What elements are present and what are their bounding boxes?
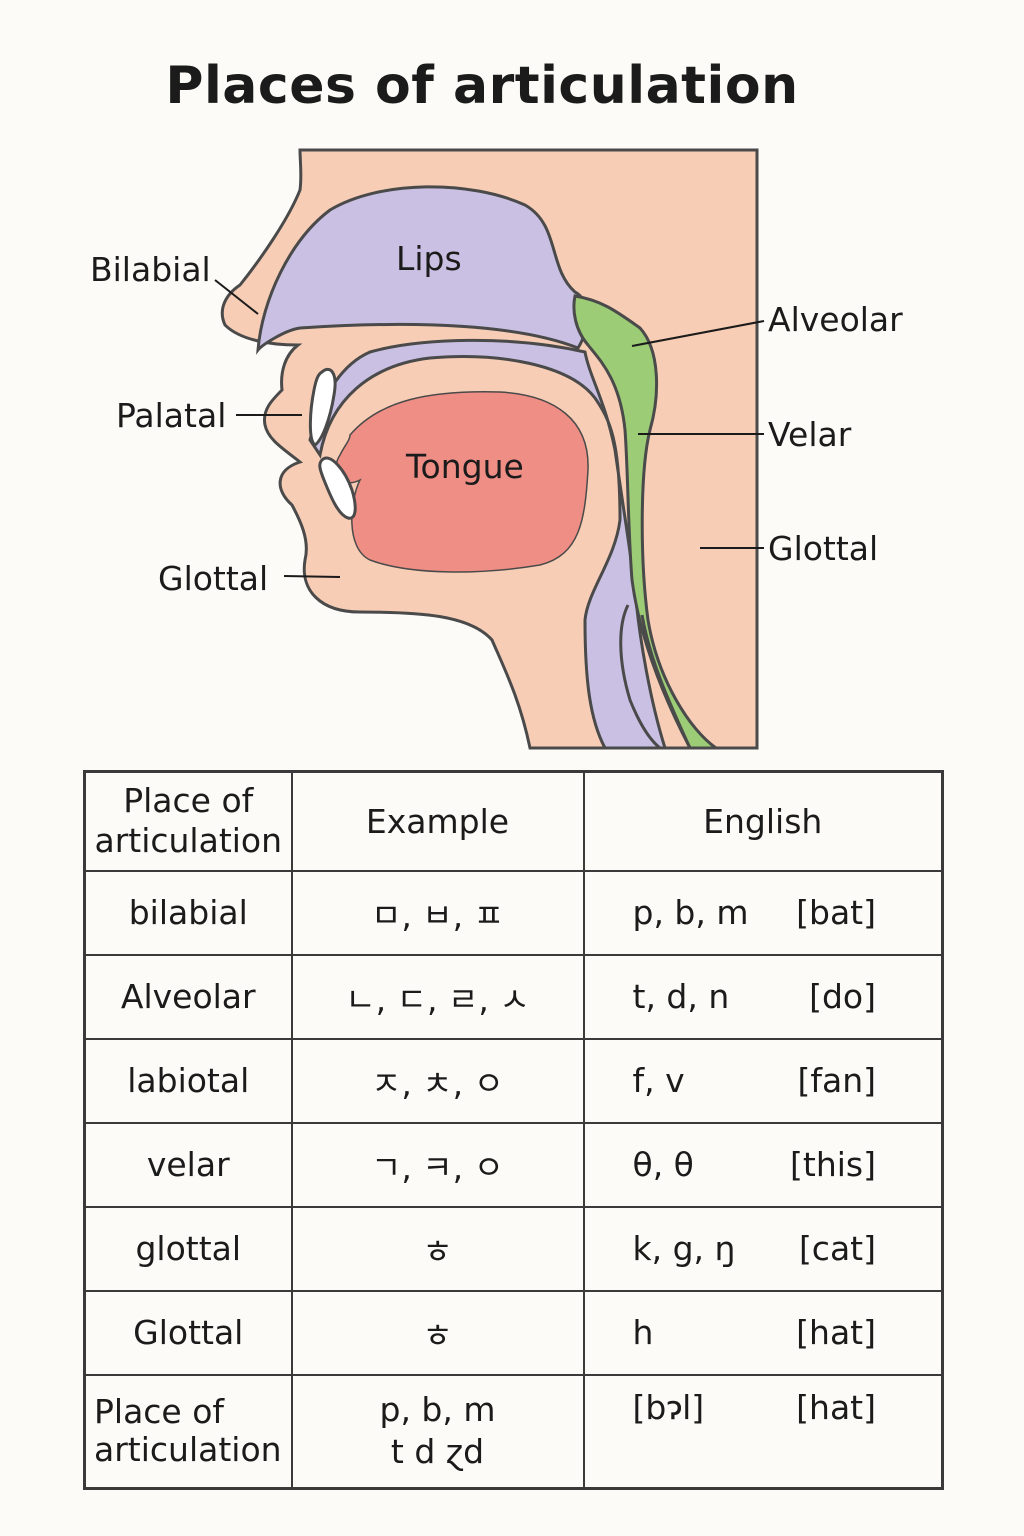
- english-word: [this]: [790, 1145, 876, 1184]
- last-row-example: p, b, m t d ɀd: [290, 1373, 585, 1490]
- example-cell: ㅁ, ㅂ, ㅍ: [290, 869, 585, 956]
- english-cell: θ, θ [this]: [582, 1121, 944, 1208]
- upper-tooth: [308, 367, 337, 447]
- english-cell: h [hat]: [582, 1289, 944, 1376]
- header-example: Example: [290, 770, 585, 872]
- english-cell: k, g, ŋ [cat]: [582, 1205, 944, 1292]
- english-word: [cat]: [798, 1229, 876, 1268]
- example-cell: ㅎ: [290, 1205, 585, 1292]
- palatal-callout: Palatal: [116, 396, 226, 435]
- airway: [572, 294, 721, 750]
- page-title: Places of articulation: [165, 56, 799, 116]
- example-cell: ㄴ, ㄷ, ㄹ, ㅅ: [290, 953, 585, 1040]
- example-cell: ㅎ: [290, 1289, 585, 1376]
- example-cell: ㅈ, ㅊ, ㅇ: [290, 1037, 585, 1124]
- glottal-left-callout: Glottal: [158, 559, 268, 598]
- english-sounds: k, g, ŋ: [632, 1229, 736, 1268]
- tongue-label: Tongue: [405, 447, 524, 486]
- glottal-right-callout: Glottal: [768, 529, 878, 568]
- english-word: [fan]: [797, 1061, 876, 1100]
- lips-label: Lips: [396, 239, 462, 278]
- place-cell: glottal: [83, 1205, 293, 1292]
- oral-cavity: [308, 338, 668, 750]
- example-cell: ㄱ, ㅋ, ㅇ: [290, 1121, 585, 1208]
- velar-callout: Velar: [768, 415, 852, 454]
- table-header-row: Place of articulation Example English: [83, 770, 944, 872]
- bilabial-callout: Bilabial: [90, 250, 211, 289]
- vocal-tract-diagram: Lips Tongue Bilabial Palatal Glottal Alv…: [90, 148, 903, 750]
- english-cell: f, v [fan]: [582, 1037, 944, 1124]
- lower-tooth: [318, 456, 357, 520]
- alveolar-callout: Alveolar: [768, 300, 903, 339]
- last-row-english: [bɂl][hat]: [582, 1373, 944, 1490]
- place-cell: Glottal: [83, 1289, 293, 1376]
- english-cell: p, b, m [bat]: [582, 869, 944, 956]
- english-cell: t, d, n [do]: [582, 953, 944, 1040]
- english-sounds: p, b, m: [632, 893, 749, 932]
- articulation-table: Place of articulation Example English bi…: [83, 770, 944, 1490]
- place-cell: velar: [83, 1121, 293, 1208]
- nasal-cavity: [256, 185, 589, 355]
- header-place: Place of articulation: [83, 770, 293, 872]
- last-row-place: Place of articulation: [83, 1373, 293, 1490]
- place-cell: Alveolar: [83, 953, 293, 1040]
- place-cell: labiotal: [83, 1037, 293, 1124]
- english-sounds: f, v: [632, 1061, 685, 1100]
- english-word: [bat]: [796, 893, 876, 932]
- english-sounds: θ, θ: [632, 1145, 694, 1184]
- english-word: [do]: [809, 977, 876, 1016]
- table-row-last: Place of articulation p, b, m t d ɀd [bɂ…: [83, 1373, 944, 1490]
- leader-lines: [214, 279, 765, 578]
- english-sounds: h: [632, 1313, 654, 1352]
- trachea: [619, 604, 692, 750]
- english-sounds: t, d, n: [632, 977, 730, 1016]
- header-english: English: [582, 770, 944, 872]
- english-word: [hat]: [796, 1313, 876, 1352]
- place-cell: bilabial: [83, 869, 293, 956]
